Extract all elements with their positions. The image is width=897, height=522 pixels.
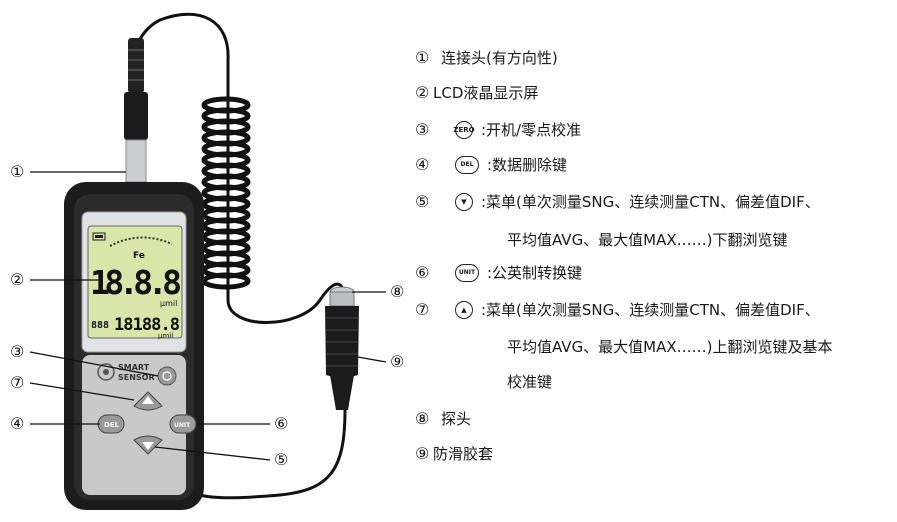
power-zero-key[interactable]: [157, 366, 177, 386]
callout-9: ⑨: [390, 352, 405, 371]
svg-text:UNIT: UNIT: [174, 422, 191, 429]
legend-item-7-cont2: 校准键: [507, 373, 553, 391]
svg-text:DEL: DEL: [104, 421, 120, 429]
lcd-sub-reading: 18188.8: [114, 315, 180, 335]
legend-item-3: ③ ZERO :开机/零点校准: [415, 120, 582, 139]
legend-item-6: ⑥ UNIT :公英制转换键: [415, 263, 583, 282]
brand-sensor: SENSOR: [118, 373, 155, 382]
down-arrow-icon: ▼: [455, 193, 473, 211]
brand-smart: SMART: [118, 363, 150, 372]
lcd-fe-label: Fe: [133, 251, 145, 261]
lcd-unit-bottom: μmil: [158, 332, 173, 340]
legend-item-8: ⑧ 探头: [415, 409, 472, 428]
callout-6: ⑥: [274, 414, 289, 433]
callout-3: ③: [10, 342, 25, 361]
legend-item-5: ⑤ ▼ :菜单(单次测量SNG、连续测量CTN、偏差值DIF、: [415, 192, 820, 211]
legend-item-2: ② LCD液晶显示屏: [415, 83, 539, 102]
callout-5: ⑤: [274, 450, 289, 469]
legend-item-4: ④ DEL :数据删除键: [415, 155, 568, 174]
probe-head: [329, 291, 355, 307]
callout-7: ⑦: [10, 373, 25, 392]
callout-4: ④: [10, 414, 25, 433]
legend-item-7-cont: 平均值AVG、最大值MAX……)上翻浏览键及基本: [507, 338, 833, 356]
coiled-cable: [201, 96, 251, 290]
callout-8: ⑧: [390, 282, 405, 301]
connector-sleeve: [125, 139, 147, 183]
lcd-main-reading: 18.8.8: [90, 263, 182, 302]
legend-item-7: ⑦ ▲ :菜单(单次测量SNG、连续测量CTN、偏差值DIF、: [415, 300, 820, 319]
lcd-mem-label: 888: [91, 320, 109, 331]
connector-plug: [128, 38, 144, 93]
unit-icon: UNIT: [455, 264, 479, 282]
power-zero-icon: ZERO: [453, 121, 475, 139]
legend-item-9: ⑨ 防滑胶套: [415, 444, 494, 463]
callout-1: ①: [10, 162, 25, 181]
keypad-panel: [82, 355, 186, 495]
leader-lines: [29, 171, 387, 461]
callout-2: ②: [10, 270, 25, 289]
del-icon: DEL: [455, 156, 479, 174]
legend-item-1: ① 连接头(有方向性): [415, 48, 558, 67]
lcd-unit-top: μmil: [160, 299, 177, 308]
legend-item-5-cont: 平均值AVG、最大值MAX……)下翻浏览键: [507, 231, 788, 249]
up-arrow-icon: ▲: [455, 301, 473, 319]
lcd-screen: [87, 225, 183, 339]
